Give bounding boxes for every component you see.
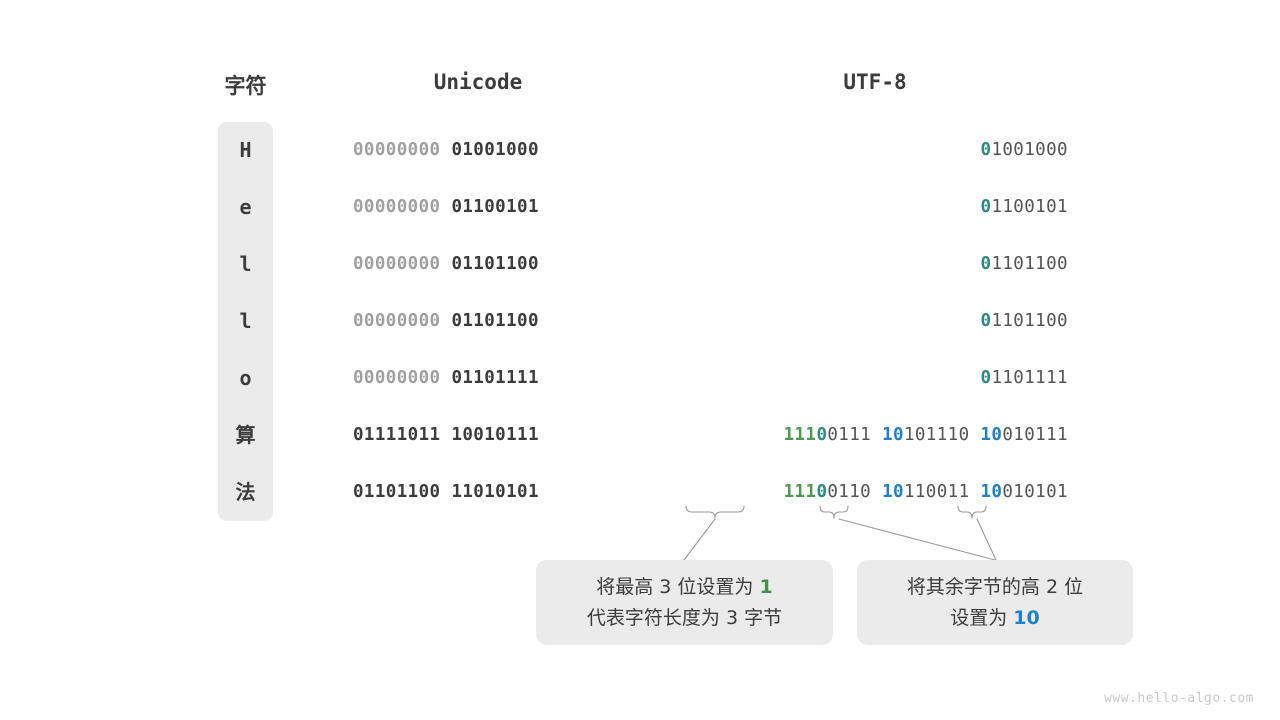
- utf8-cell: 01101111: [981, 350, 1069, 407]
- column-header-utf8: UTF-8: [843, 70, 907, 94]
- utf8-cell: 01100101: [981, 179, 1069, 236]
- leader-line-right: [976, 518, 997, 561]
- unicode-high-byte: 00000000: [353, 254, 452, 274]
- annotation-right-line2-text: 设置为: [950, 606, 1014, 629]
- utf8-byte-prefix: 111: [783, 482, 817, 502]
- utf8-byte: 11100111: [784, 425, 872, 445]
- unicode-low-byte: 01100101: [451, 197, 539, 217]
- site-watermark: www.hello-algo.com: [1104, 691, 1254, 706]
- character-column-background: [218, 122, 273, 521]
- utf8-byte: 01001000: [981, 140, 1069, 160]
- utf8-byte-length-terminator: 0: [816, 425, 828, 445]
- utf8-byte-prefix: 0: [980, 311, 992, 331]
- utf8-byte-prefix: 10: [882, 425, 904, 445]
- unicode-cell: 01111011 10010111: [353, 407, 609, 464]
- annotation-left-line1-text: 将最高 3 位设置为: [596, 575, 760, 598]
- unicode-high-byte: 00000000: [353, 368, 452, 388]
- utf8-byte-prefix: 10: [980, 425, 1003, 445]
- utf8-byte-payload: 010101: [1002, 482, 1068, 502]
- character-cell: 算: [235, 423, 256, 447]
- unicode-cell: 00000000 01101111: [353, 350, 609, 407]
- unicode-low-byte: 01101100: [451, 254, 539, 274]
- utf8-byte-payload: 1001000: [991, 140, 1068, 160]
- utf8-byte-payload: 010111: [1002, 425, 1068, 445]
- character-cell: l: [239, 252, 252, 276]
- utf8-byte-payload: 0111: [827, 425, 872, 445]
- utf8-byte: 01101111: [981, 368, 1069, 388]
- utf8-byte: 01101100: [981, 254, 1069, 274]
- utf8-byte-payload: 1101111: [991, 368, 1068, 388]
- utf8-byte: 10010111: [981, 425, 1069, 445]
- annotation-right-line1: 将其余字节的高 2 位: [906, 575, 1084, 598]
- utf8-byte: 01101100: [981, 311, 1069, 331]
- character-cell: l: [239, 309, 252, 333]
- utf8-cell: 11100110 10110011 10010101: [784, 464, 1068, 521]
- character-cell: 法: [235, 480, 256, 504]
- utf8-byte-separator: [970, 482, 981, 502]
- utf8-byte: 01100101: [981, 197, 1069, 217]
- utf8-byte-payload: 1101100: [991, 254, 1068, 274]
- utf8-byte-prefix: 0: [980, 197, 992, 217]
- utf8-byte-prefix: 111: [783, 425, 817, 445]
- leader-line-left: [683, 518, 716, 561]
- utf8-byte-separator: [970, 425, 981, 445]
- utf8-cell: 01101100: [981, 293, 1069, 350]
- utf8-byte-length-terminator: 0: [816, 482, 828, 502]
- utf8-byte-prefix: 0: [980, 254, 992, 274]
- utf8-byte: 10101110: [882, 425, 970, 445]
- utf8-cell: 11100111 10101110 10010111: [784, 407, 1068, 464]
- utf8-byte: 10010101: [981, 482, 1069, 502]
- utf8-byte-payload: 110011: [903, 482, 970, 502]
- unicode-high-byte: 01101100: [353, 482, 452, 502]
- annotation-continuation-byte: 将其余字节的高 2 位 设置为 10: [857, 560, 1133, 645]
- unicode-low-byte: 11010101: [451, 482, 539, 502]
- annotation-right-highlight: 10: [1013, 606, 1040, 629]
- annotation-right-line2: 设置为 10: [950, 603, 1040, 634]
- character-cell: o: [239, 366, 252, 390]
- utf8-byte-payload: 1101100: [991, 311, 1068, 331]
- unicode-cell: 00000000 01101100: [353, 293, 609, 350]
- annotation-left-highlight: 1: [759, 575, 773, 598]
- unicode-high-byte: 01111011: [353, 425, 452, 445]
- utf8-byte-separator: [871, 425, 882, 445]
- utf8-byte-payload: 0110: [827, 482, 872, 502]
- brace-leading-byte: [685, 505, 745, 519]
- utf8-byte-prefix: 0: [980, 368, 992, 388]
- utf8-byte-prefix: 10: [980, 482, 1003, 502]
- utf8-byte-payload: 1100101: [991, 197, 1068, 217]
- unicode-cell: 00000000 01101100: [353, 236, 609, 293]
- unicode-cell: 00000000 01100101: [353, 179, 609, 236]
- unicode-cell: 01101100 11010101: [353, 464, 609, 521]
- leader-line-middle: [838, 518, 996, 561]
- utf8-byte-prefix: 0: [980, 140, 992, 160]
- utf8-byte: 10110011: [882, 482, 970, 502]
- unicode-high-byte: 00000000: [353, 140, 452, 160]
- utf8-byte-payload: 101110: [903, 425, 970, 445]
- unicode-low-byte: 10010111: [451, 425, 539, 445]
- column-header-character: 字符: [224, 74, 267, 98]
- utf8-byte: 11100110: [784, 482, 872, 502]
- character-cell: e: [239, 195, 252, 219]
- annotation-leading-byte: 将最高 3 位设置为 1 代表字符长度为 3 字节: [536, 560, 833, 645]
- character-cell: H: [239, 138, 252, 162]
- column-header-unicode: Unicode: [433, 70, 523, 94]
- utf8-cell: 01101100: [981, 236, 1069, 293]
- unicode-low-byte: 01101111: [451, 368, 539, 388]
- utf8-cell: 01001000: [981, 122, 1069, 179]
- annotation-left-line2: 代表字符长度为 3 字节: [586, 606, 783, 629]
- annotation-left-line1: 将最高 3 位设置为 1: [596, 572, 772, 603]
- unicode-low-byte: 01101100: [451, 311, 539, 331]
- unicode-high-byte: 00000000: [353, 311, 452, 331]
- unicode-cell: 00000000 01001000: [353, 122, 609, 179]
- unicode-high-byte: 00000000: [353, 197, 452, 217]
- utf8-byte-prefix: 10: [882, 482, 904, 502]
- unicode-low-byte: 01001000: [451, 140, 539, 160]
- utf8-byte-separator: [871, 482, 882, 502]
